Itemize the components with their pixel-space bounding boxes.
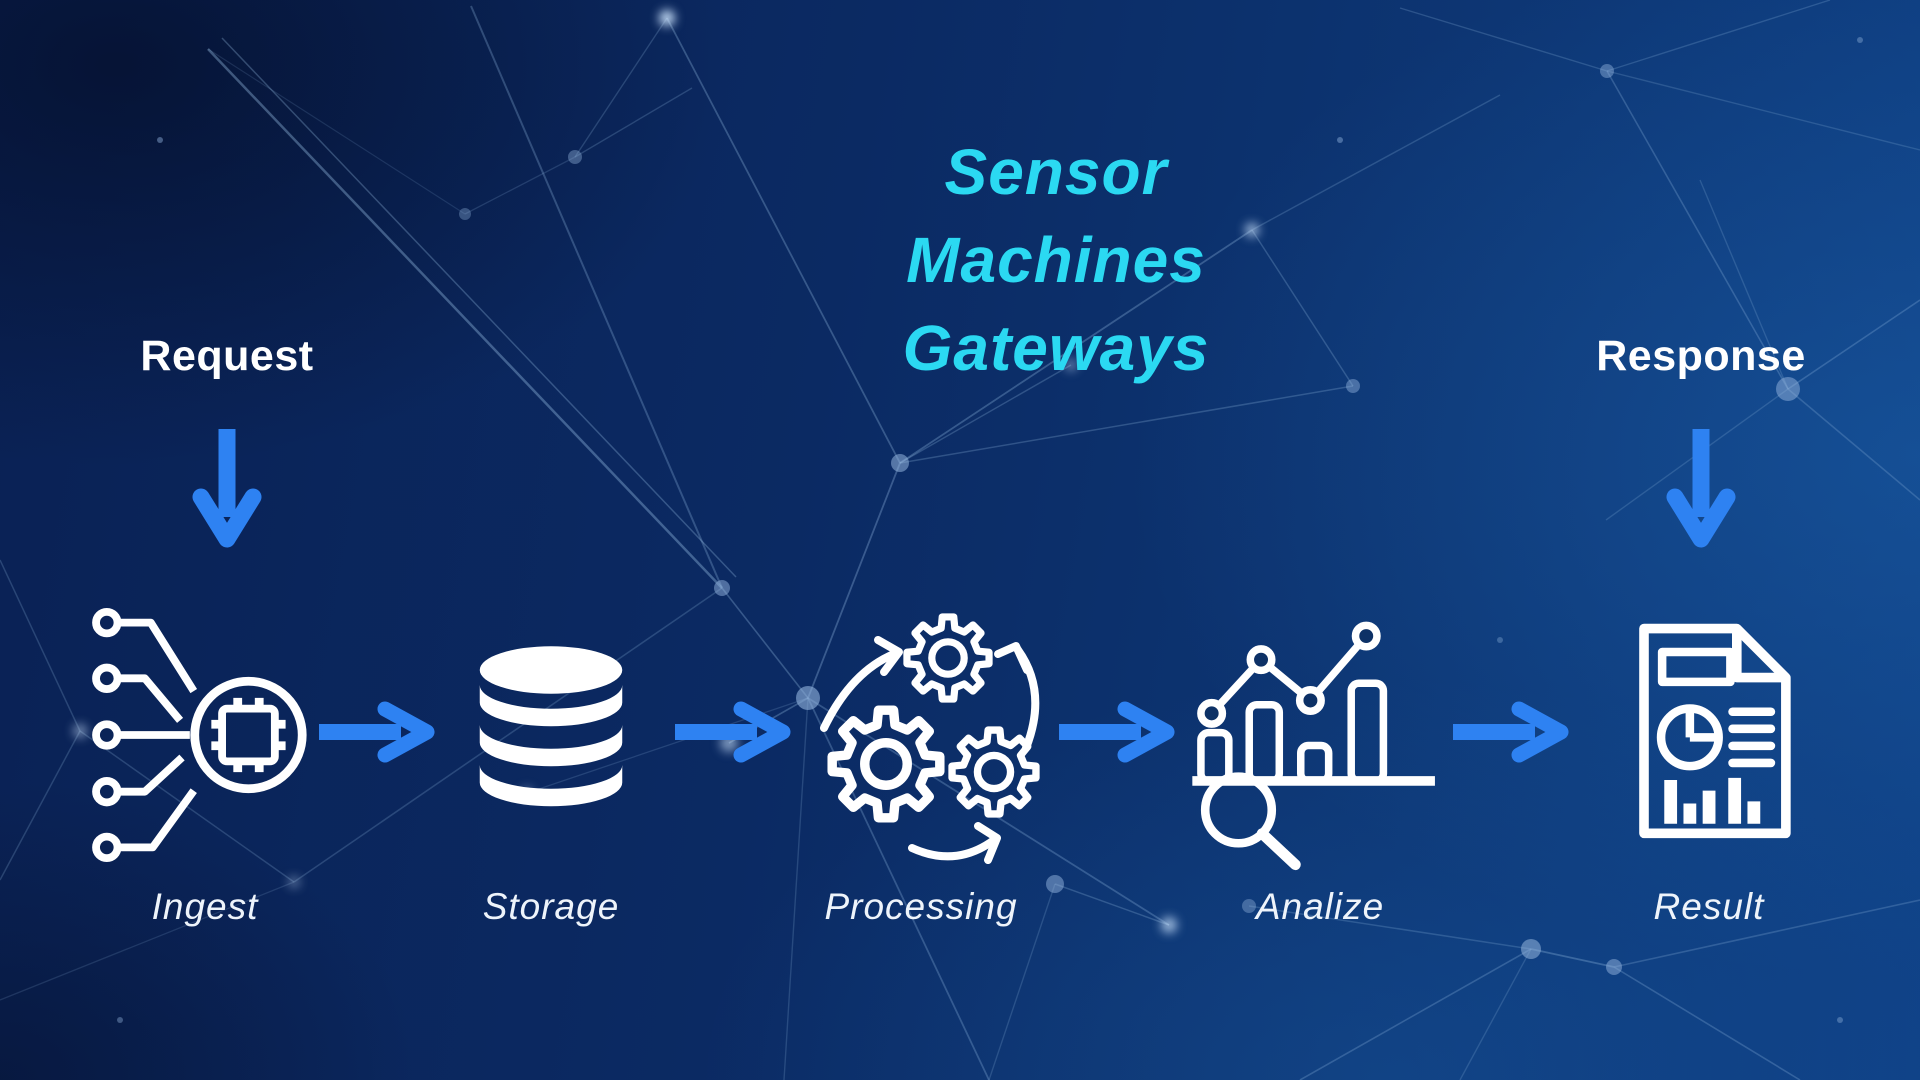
request-arrow-down-icon xyxy=(192,429,262,548)
stage-label-storage: Storage xyxy=(482,886,620,927)
stage-label-analize: Analize xyxy=(1255,886,1385,927)
data-ingest-icon xyxy=(92,607,307,863)
arrow-right-icon xyxy=(1453,701,1569,763)
title-line-gateways: Gateways xyxy=(902,312,1210,384)
arrow-right-icon xyxy=(1059,701,1175,763)
arrow-right-icon xyxy=(675,701,791,763)
title-block: Sensor Machines Gateways xyxy=(806,128,1306,392)
stage-label-ingest: Ingest xyxy=(151,886,259,927)
stage-label-result: Result xyxy=(1653,886,1765,927)
arrow-right-icon xyxy=(319,701,435,763)
response-label: Response xyxy=(1596,332,1806,380)
gears-icon xyxy=(820,596,1046,864)
analytics-chart-icon xyxy=(1192,621,1435,871)
title-line-sensor: Sensor xyxy=(944,136,1168,208)
stage-label-processing: Processing xyxy=(824,886,1018,927)
title-line-machines: Machines xyxy=(906,224,1206,296)
request-label: Request xyxy=(140,332,314,380)
database-icon xyxy=(479,646,623,807)
report-document-icon xyxy=(1639,623,1791,839)
response-arrow-down-icon xyxy=(1666,429,1736,548)
